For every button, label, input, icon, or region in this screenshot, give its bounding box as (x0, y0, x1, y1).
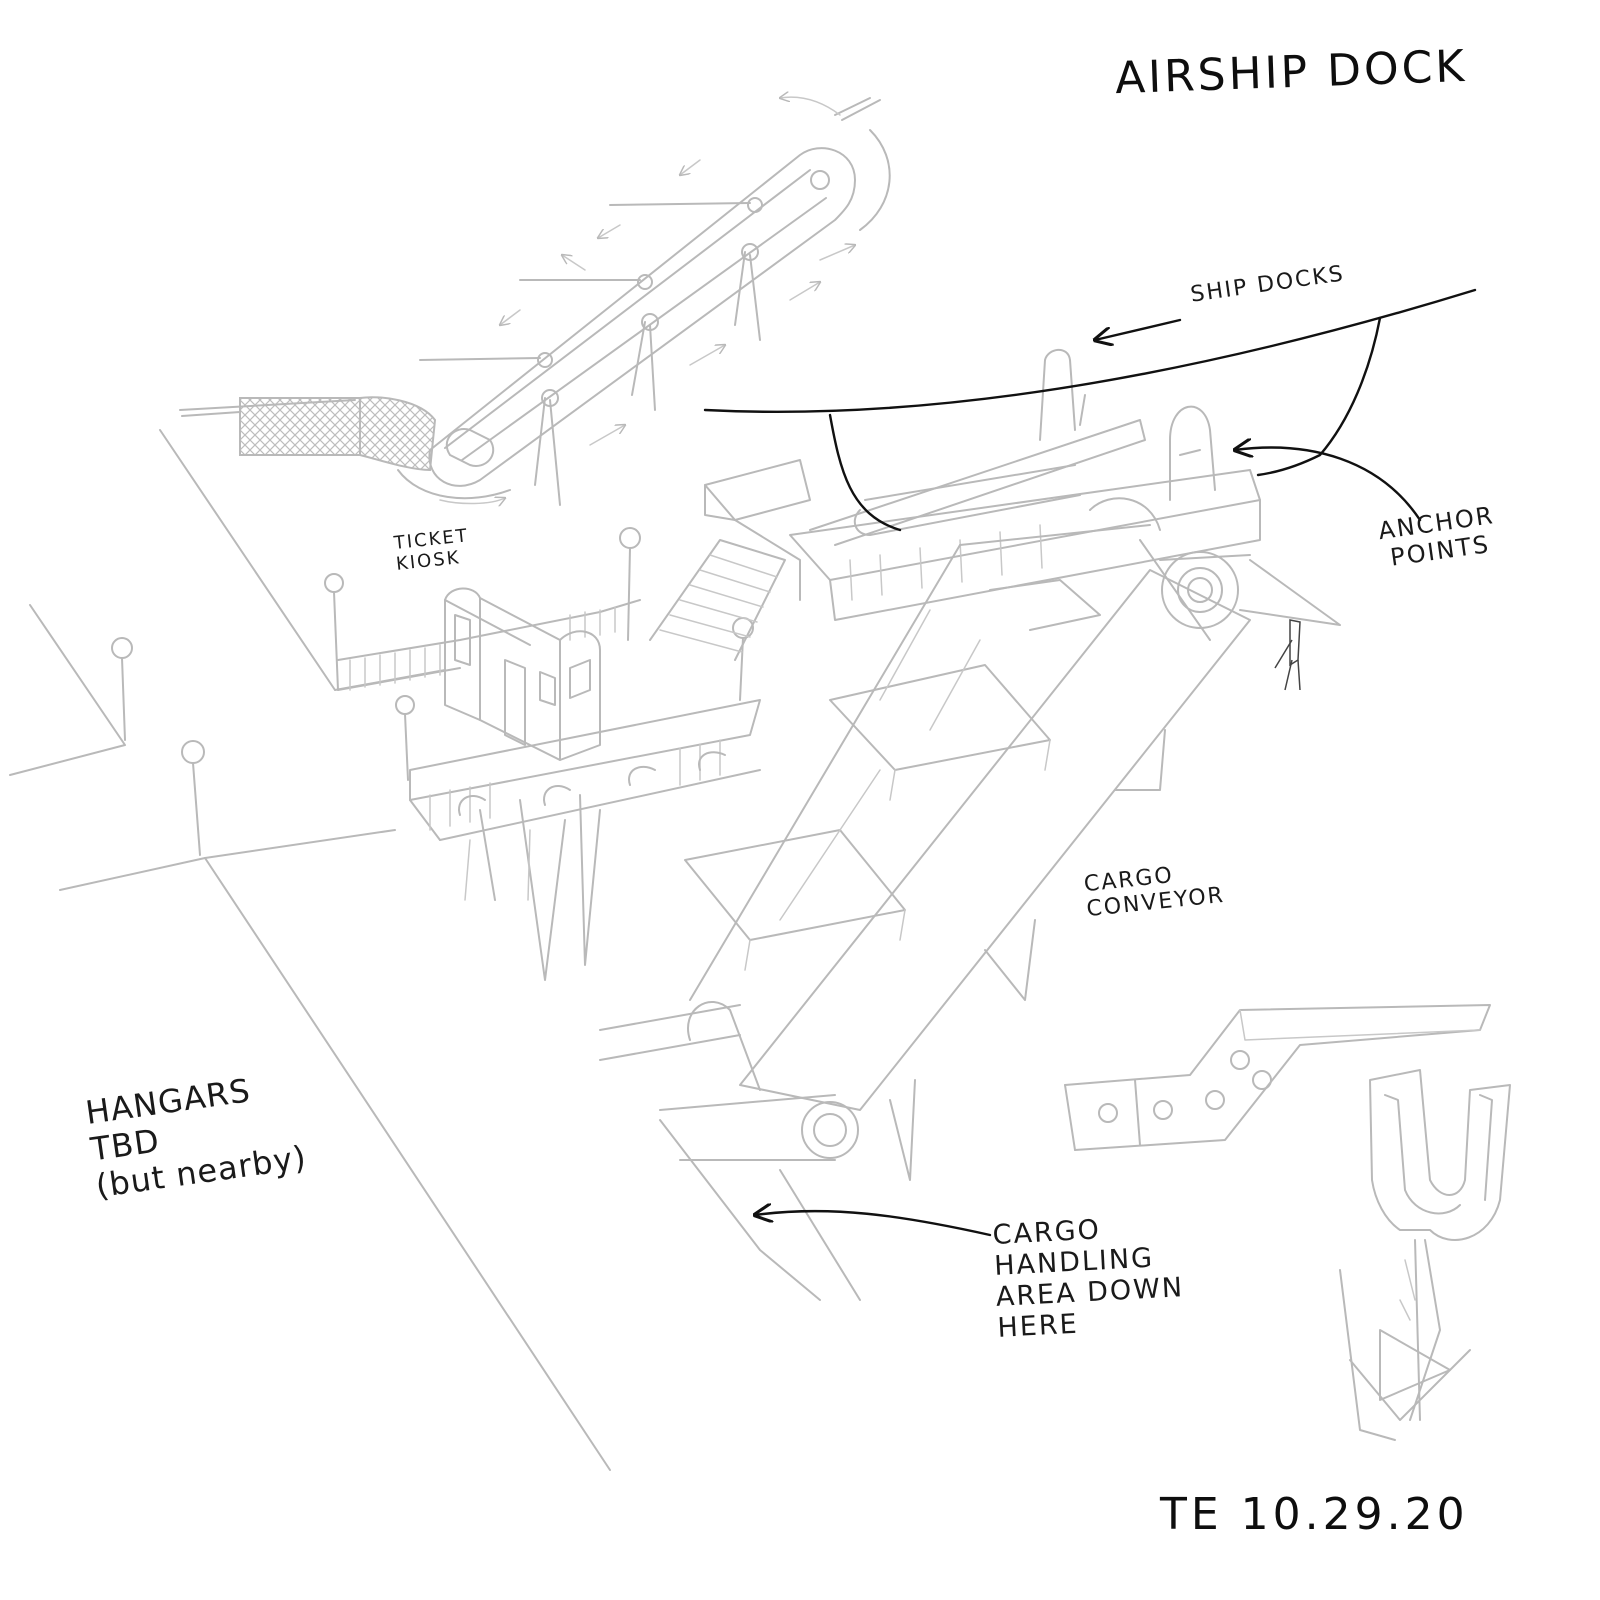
cargo-conveyor (599, 497, 1341, 1301)
ticket-kiosk (444, 587, 601, 761)
ground-slab (9, 429, 611, 1471)
callout-arrows (755, 318, 1422, 1237)
boarding-platform (337, 599, 761, 981)
upper-walkway (179, 396, 437, 472)
lamp-posts (111, 527, 754, 856)
airship-hull (703, 288, 1477, 532)
side-truss (1064, 1004, 1491, 1151)
ship-dock-deck (789, 348, 1261, 621)
passenger-loop-arm (397, 97, 891, 505)
artist-signature-date: TE 10.29.20 (1160, 1489, 1469, 1540)
hanging-figure (1274, 619, 1301, 691)
label-ticket-kiosk: TICKET KIOSK (392, 525, 470, 575)
stairs (649, 459, 811, 661)
anchor-clamp (1339, 1069, 1511, 1441)
label-cargo-handling-area: CARGO HANDLING AREA DOWN HERE (991, 1214, 1185, 1344)
